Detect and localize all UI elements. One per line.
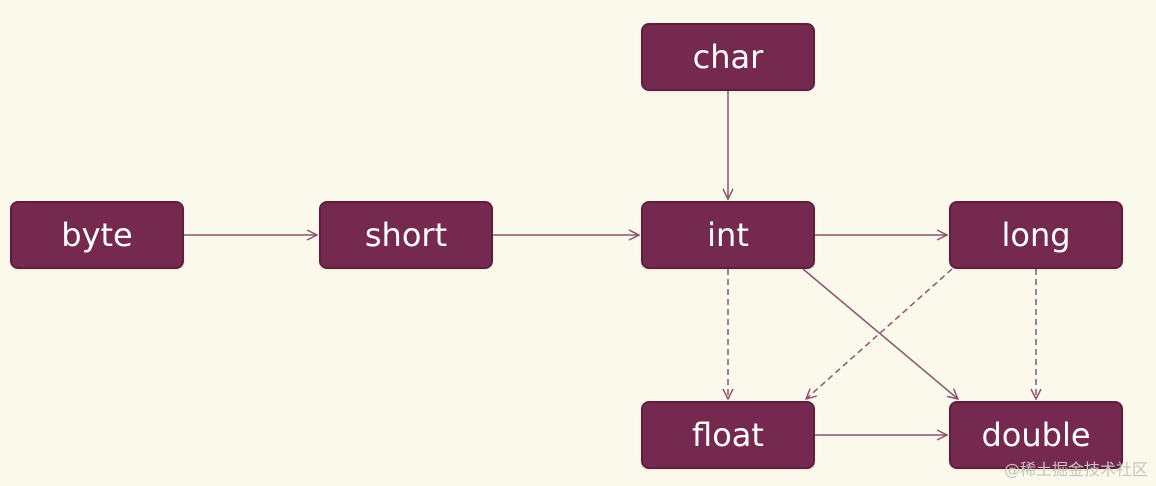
node-byte: byte — [10, 201, 184, 269]
node-int: int — [641, 201, 815, 269]
edge-int-to-double — [802, 268, 958, 399]
node-long: long — [949, 201, 1123, 269]
node-float: float — [641, 401, 815, 469]
edge-long-to-float — [806, 268, 953, 399]
node-short: short — [319, 201, 493, 269]
watermark-text: @稀土掘金技术社区 — [1003, 460, 1148, 479]
node-char: char — [641, 23, 815, 91]
node-double: double — [949, 401, 1123, 469]
